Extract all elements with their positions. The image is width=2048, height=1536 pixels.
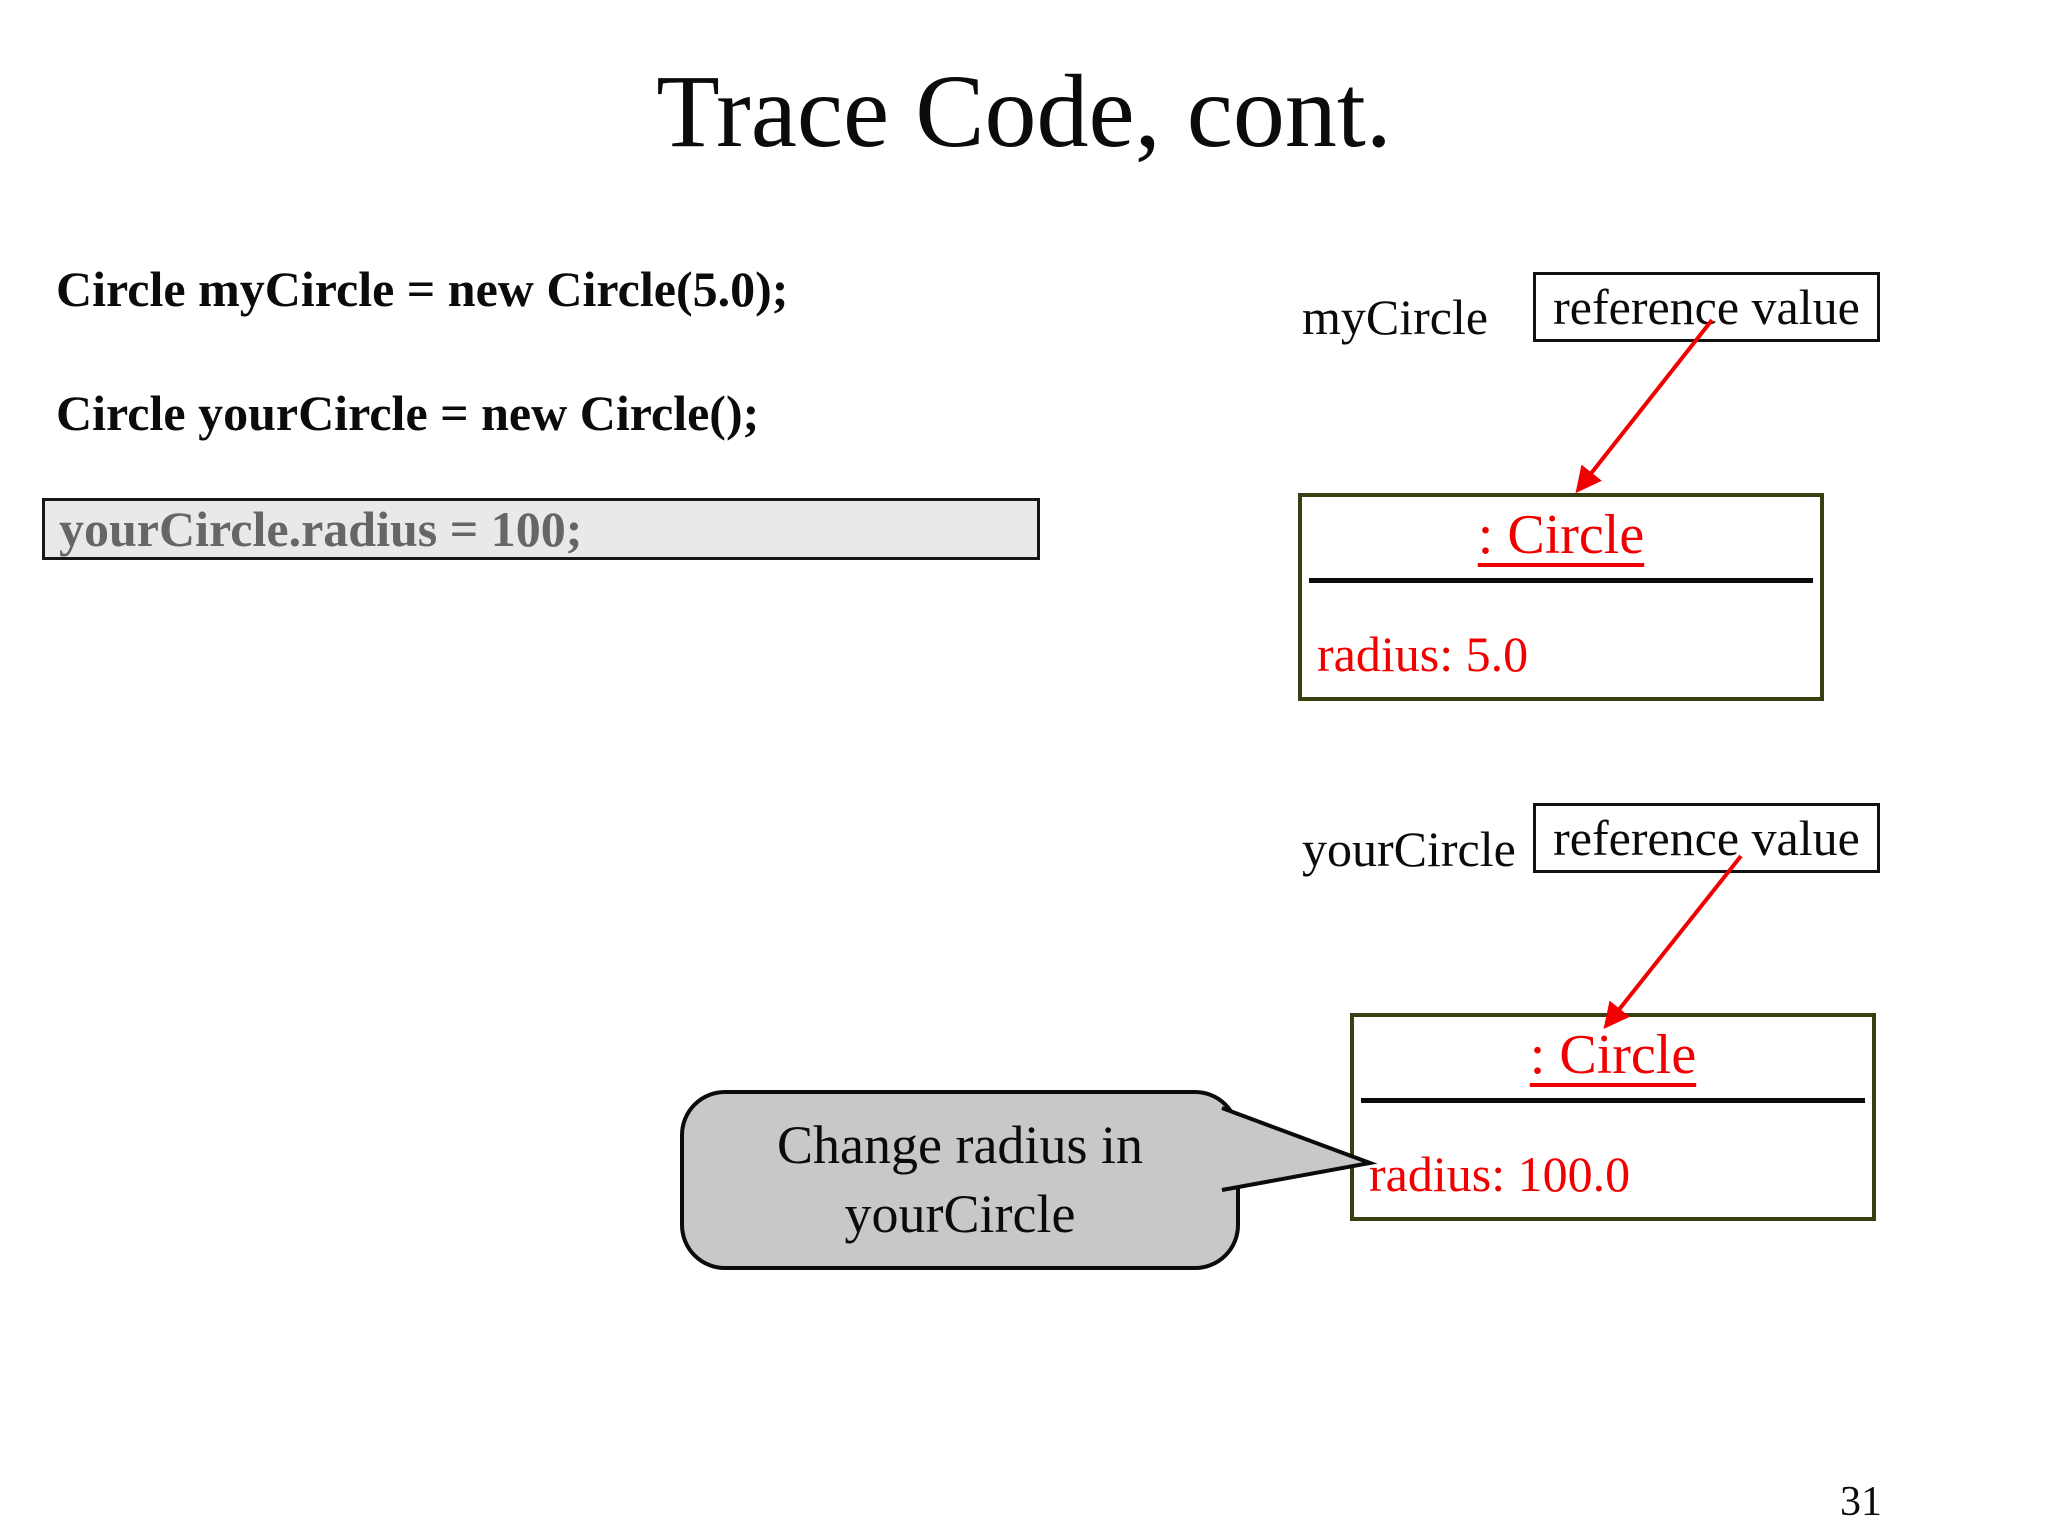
callout-bubble: Change radius in yourCircle: [680, 1090, 1240, 1270]
my-circle-reference-label: reference value: [1553, 279, 1860, 335]
your-circle-reference-arrow: [1603, 854, 1743, 1030]
page-title: Trace Code, cont.: [656, 54, 1392, 169]
page-number: 31: [1840, 1479, 1882, 1525]
my-circle-object-box: : Circle radius: 5.0: [1298, 493, 1824, 701]
callout-tail: [1222, 1108, 1370, 1190]
highlighted-code-box: yourCircle.radius = 100;: [42, 498, 1040, 560]
your-circle-reference-box: reference value: [1533, 803, 1880, 873]
your-circle-attribute-divider: [1361, 1098, 1865, 1103]
highlighted-code-text: yourCircle.radius = 100;: [59, 501, 583, 557]
code-line-2: Circle yourCircle = new Circle();: [56, 385, 760, 441]
my-circle-var-label: myCircle: [1302, 289, 1489, 345]
callout-text-line-1: Change radius in: [777, 1114, 1143, 1175]
my-circle-reference-arrow: [1575, 318, 1714, 494]
your-circle-reference-label: reference value: [1553, 810, 1860, 866]
my-circle-attribute-divider: [1309, 578, 1813, 583]
my-circle-radius-field: radius: 5.0: [1317, 626, 1529, 682]
your-circle-class-name: : Circle: [1529, 1024, 1697, 1086]
your-circle-var-label: yourCircle: [1302, 821, 1516, 877]
callout-tail-outline: [1221, 1106, 1378, 1192]
my-circle-class-name: : Circle: [1477, 504, 1645, 566]
code-line-1: Circle myCircle = new Circle(5.0);: [56, 261, 789, 317]
my-circle-reference-box: reference value: [1533, 272, 1880, 342]
your-circle-object-box: : Circle radius: 100.0: [1350, 1013, 1876, 1221]
your-circle-radius-field: radius: 100.0: [1369, 1146, 1631, 1202]
callout-text-line-2: yourCircle: [844, 1184, 1076, 1244]
